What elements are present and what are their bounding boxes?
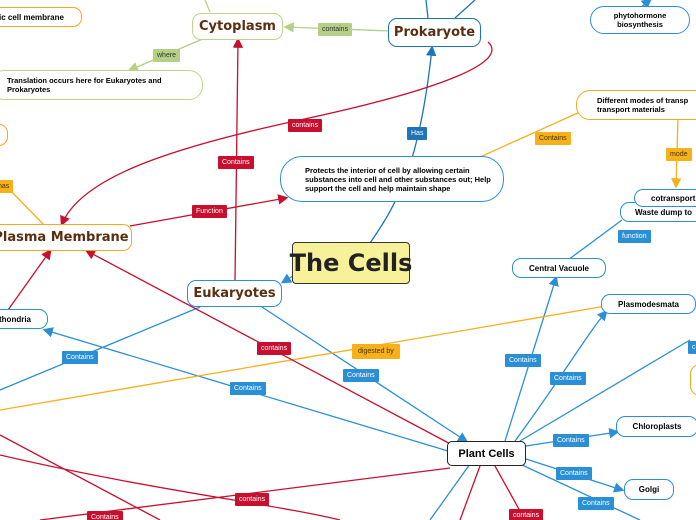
- label-contains-red-bottom: contains: [235, 493, 270, 506]
- label-has: Has: [407, 127, 428, 140]
- label-contains-green: contains: [318, 23, 353, 36]
- link-prokaryote-top2: [454, 0, 476, 19]
- link-mito-plasma: [7, 248, 52, 311]
- central-vacuole-node[interactable]: Central Vacuole: [512, 258, 606, 278]
- label-digested-by: digested by: [352, 344, 400, 359]
- link-center-eukaryotes: [280, 273, 294, 284]
- link-protects-transport: [479, 111, 581, 158]
- protects-node[interactable]: Protects the interior of cell by allowin…: [280, 156, 504, 202]
- chloroplasts-node[interactable]: Chloroplasts: [616, 416, 696, 437]
- label-c-partial: c: [688, 341, 696, 354]
- label-contains-blue-plant: Contains: [230, 382, 266, 395]
- label-contains-blue-euk: Contains: [343, 369, 379, 382]
- link-vacuole-waste: [567, 219, 623, 261]
- link-plasmodesmata-left: [0, 305, 607, 411]
- transport-modes-node[interactable]: Different modes of transp transport mate…: [576, 90, 696, 120]
- label-contains-red-mid: Contains: [218, 156, 254, 169]
- cell-membrane-node[interactable]: ic cell membrane: [0, 7, 82, 27]
- link-plant-bottom-red: [459, 465, 481, 520]
- phytohormone-node[interactable]: phytohormone biosynthesis: [590, 6, 690, 34]
- label-contains-blue-left: Contains: [62, 351, 98, 364]
- link-left-diag: [0, 434, 161, 520]
- orange-right-partial-node[interactable]: [690, 364, 696, 396]
- cotransport-node[interactable]: cotransport: [634, 189, 696, 207]
- link-plant-bottom: [429, 463, 471, 520]
- link-plant-plasmodesmata: [514, 310, 608, 442]
- plasma-membrane-node[interactable]: Plasma Membrane: [0, 224, 132, 251]
- link-plant-right: [519, 339, 691, 442]
- label-contains-golgi-a: Contains: [556, 467, 592, 480]
- link-cytoplasm-top: [204, 0, 211, 13]
- link-prokaryote-top1: [425, 0, 429, 19]
- golgi-node[interactable]: Golgi: [624, 479, 674, 500]
- link-center-prokaryote: [369, 45, 437, 244]
- label-contains-red-euk: contains: [257, 342, 292, 355]
- plant-cells-node[interactable]: Plant Cells: [447, 441, 526, 466]
- link-plant-bottomright: [519, 463, 641, 520]
- label-has-partial: has: [0, 180, 14, 193]
- cytoplasm-node[interactable]: Cytoplasm: [192, 13, 283, 40]
- label-contains-red-bottom-right: contains: [509, 509, 544, 520]
- link-eukaryotes-left: [0, 306, 201, 391]
- label-contains-red-top: contains: [288, 119, 323, 132]
- link-left-diag2: [0, 454, 341, 520]
- mitochondria-node[interactable]: thondria: [0, 309, 48, 329]
- translation-node[interactable]: Translation occurs here for Eukaryotes a…: [0, 70, 203, 100]
- center-node-the-cells[interactable]: The Cells: [290, 242, 412, 284]
- label-function: Function: [192, 205, 227, 218]
- label-function-blue: function: [618, 230, 651, 243]
- label-contains-orange: Contains: [535, 132, 571, 145]
- label-where: where: [153, 49, 181, 62]
- label-contains-golgi-b: Contains: [578, 497, 614, 510]
- label-contains-red-bottom-left: Contains: [87, 511, 123, 520]
- label-mode: mode: [666, 148, 692, 161]
- plasmodesmata-node[interactable]: Plasmodesmata: [601, 294, 696, 314]
- eukaryotes-node[interactable]: Eukaryotes: [187, 280, 282, 307]
- prokaryote-node[interactable]: Prokaryote: [388, 18, 481, 47]
- label-contains-chloroplasts: Contains: [553, 434, 589, 447]
- label-contains-vacuole: Contains: [505, 354, 541, 367]
- label-contains-plasmodesmata: Contains: [550, 372, 586, 385]
